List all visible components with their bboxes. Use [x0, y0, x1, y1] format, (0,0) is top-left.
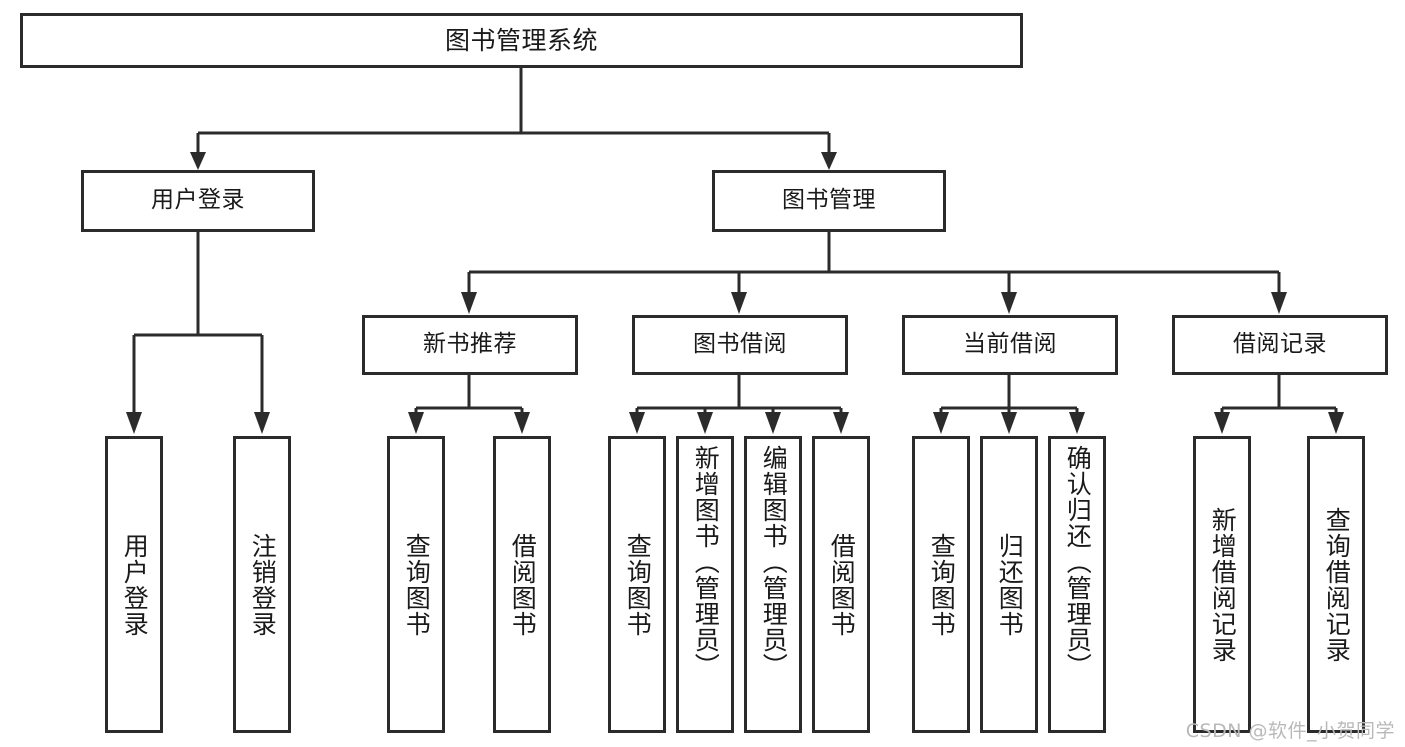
node-current-borrow[interactable]: 当前借阅 — [902, 315, 1118, 375]
leaf-book-borrow-borrow-book[interactable]: 借阅图书 — [812, 436, 870, 733]
node-label: 新书推荐 — [423, 331, 517, 358]
arrow-to-book-manage — [821, 152, 837, 170]
leaf-current-borrow-query-book[interactable]: 查询图书 — [912, 436, 970, 733]
arrow-cb-leaf2 — [1001, 412, 1017, 434]
node-label: 确认归还（管理员） — [1063, 445, 1093, 679]
leaf-current-borrow-confirm-return[interactable]: 确认归还（管理员） — [1048, 436, 1106, 733]
node-label: 图书借阅 — [693, 331, 787, 358]
leaf-current-borrow-return-book[interactable]: 归还图书 — [980, 436, 1038, 733]
arrow-cb-leaf1 — [933, 412, 949, 434]
node-label: 当前借阅 — [963, 331, 1057, 358]
arrow-bb-leaf1 — [629, 412, 645, 434]
leaf-book-borrow-add-book[interactable]: 新增图书（管理员） — [676, 436, 734, 733]
arrow-to-leaf-logout — [254, 412, 270, 434]
node-label: 新增借阅记录 — [1208, 506, 1238, 663]
node-new-book-recommend[interactable]: 新书推荐 — [362, 315, 578, 375]
arrow-nb-leaf1 — [408, 412, 424, 434]
node-label: 新增图书（管理员） — [691, 445, 721, 679]
arrow-nb-leaf2 — [514, 412, 530, 434]
leaf-new-book-borrow-book[interactable]: 借阅图书 — [493, 436, 551, 733]
node-label: 查询图书 — [927, 532, 957, 637]
leaf-user-login-signin[interactable]: 用户登录 — [105, 436, 163, 733]
arrow-to-user-login — [190, 152, 206, 170]
arrow-to-book-borrow — [731, 292, 747, 314]
node-book-management[interactable]: 图书管理 — [712, 170, 946, 232]
node-label: 图书管理 — [782, 187, 876, 214]
node-book-borrow[interactable]: 图书借阅 — [632, 315, 848, 375]
node-label: 借阅记录 — [1233, 331, 1327, 358]
node-borrow-record[interactable]: 借阅记录 — [1172, 315, 1388, 375]
leaf-borrow-record-add-record[interactable]: 新增借阅记录 — [1193, 436, 1251, 733]
leaf-book-borrow-edit-book[interactable]: 编辑图书（管理员） — [744, 436, 802, 733]
node-label: 编辑图书（管理员） — [759, 445, 789, 679]
arrow-to-current-borrow — [1001, 292, 1017, 314]
node-label: 图书管理系统 — [444, 25, 598, 55]
arrow-br-leaf2 — [1328, 412, 1344, 434]
arrow-bb-leaf2 — [697, 412, 713, 434]
arrow-cb-leaf3 — [1069, 412, 1085, 434]
node-label: 注销登录 — [248, 532, 278, 637]
arrow-to-new-book — [461, 292, 477, 314]
arrow-to-leaf-user-login — [126, 412, 142, 434]
node-root-system[interactable]: 图书管理系统 — [20, 13, 1023, 68]
arrow-to-borrow-record — [1271, 292, 1287, 314]
node-label: 查询图书 — [402, 532, 432, 637]
arrow-bb-leaf3 — [765, 412, 781, 434]
leaf-borrow-record-query-record[interactable]: 查询借阅记录 — [1307, 436, 1365, 733]
node-label: 归还图书 — [995, 532, 1025, 637]
node-label: 借阅图书 — [508, 532, 538, 637]
node-user-login[interactable]: 用户登录 — [81, 170, 315, 232]
node-label: 借阅图书 — [827, 532, 857, 637]
node-label: 用户登录 — [151, 187, 245, 214]
leaf-book-borrow-query-book[interactable]: 查询图书 — [608, 436, 666, 733]
arrow-bb-leaf4 — [833, 412, 849, 434]
arrow-br-leaf1 — [1214, 412, 1230, 434]
node-label: 用户登录 — [120, 532, 150, 637]
leaf-new-book-query-book[interactable]: 查询图书 — [387, 436, 445, 733]
node-label: 查询借阅记录 — [1322, 506, 1352, 663]
node-label: 查询图书 — [623, 532, 653, 637]
leaf-user-login-signout[interactable]: 注销登录 — [233, 436, 291, 733]
